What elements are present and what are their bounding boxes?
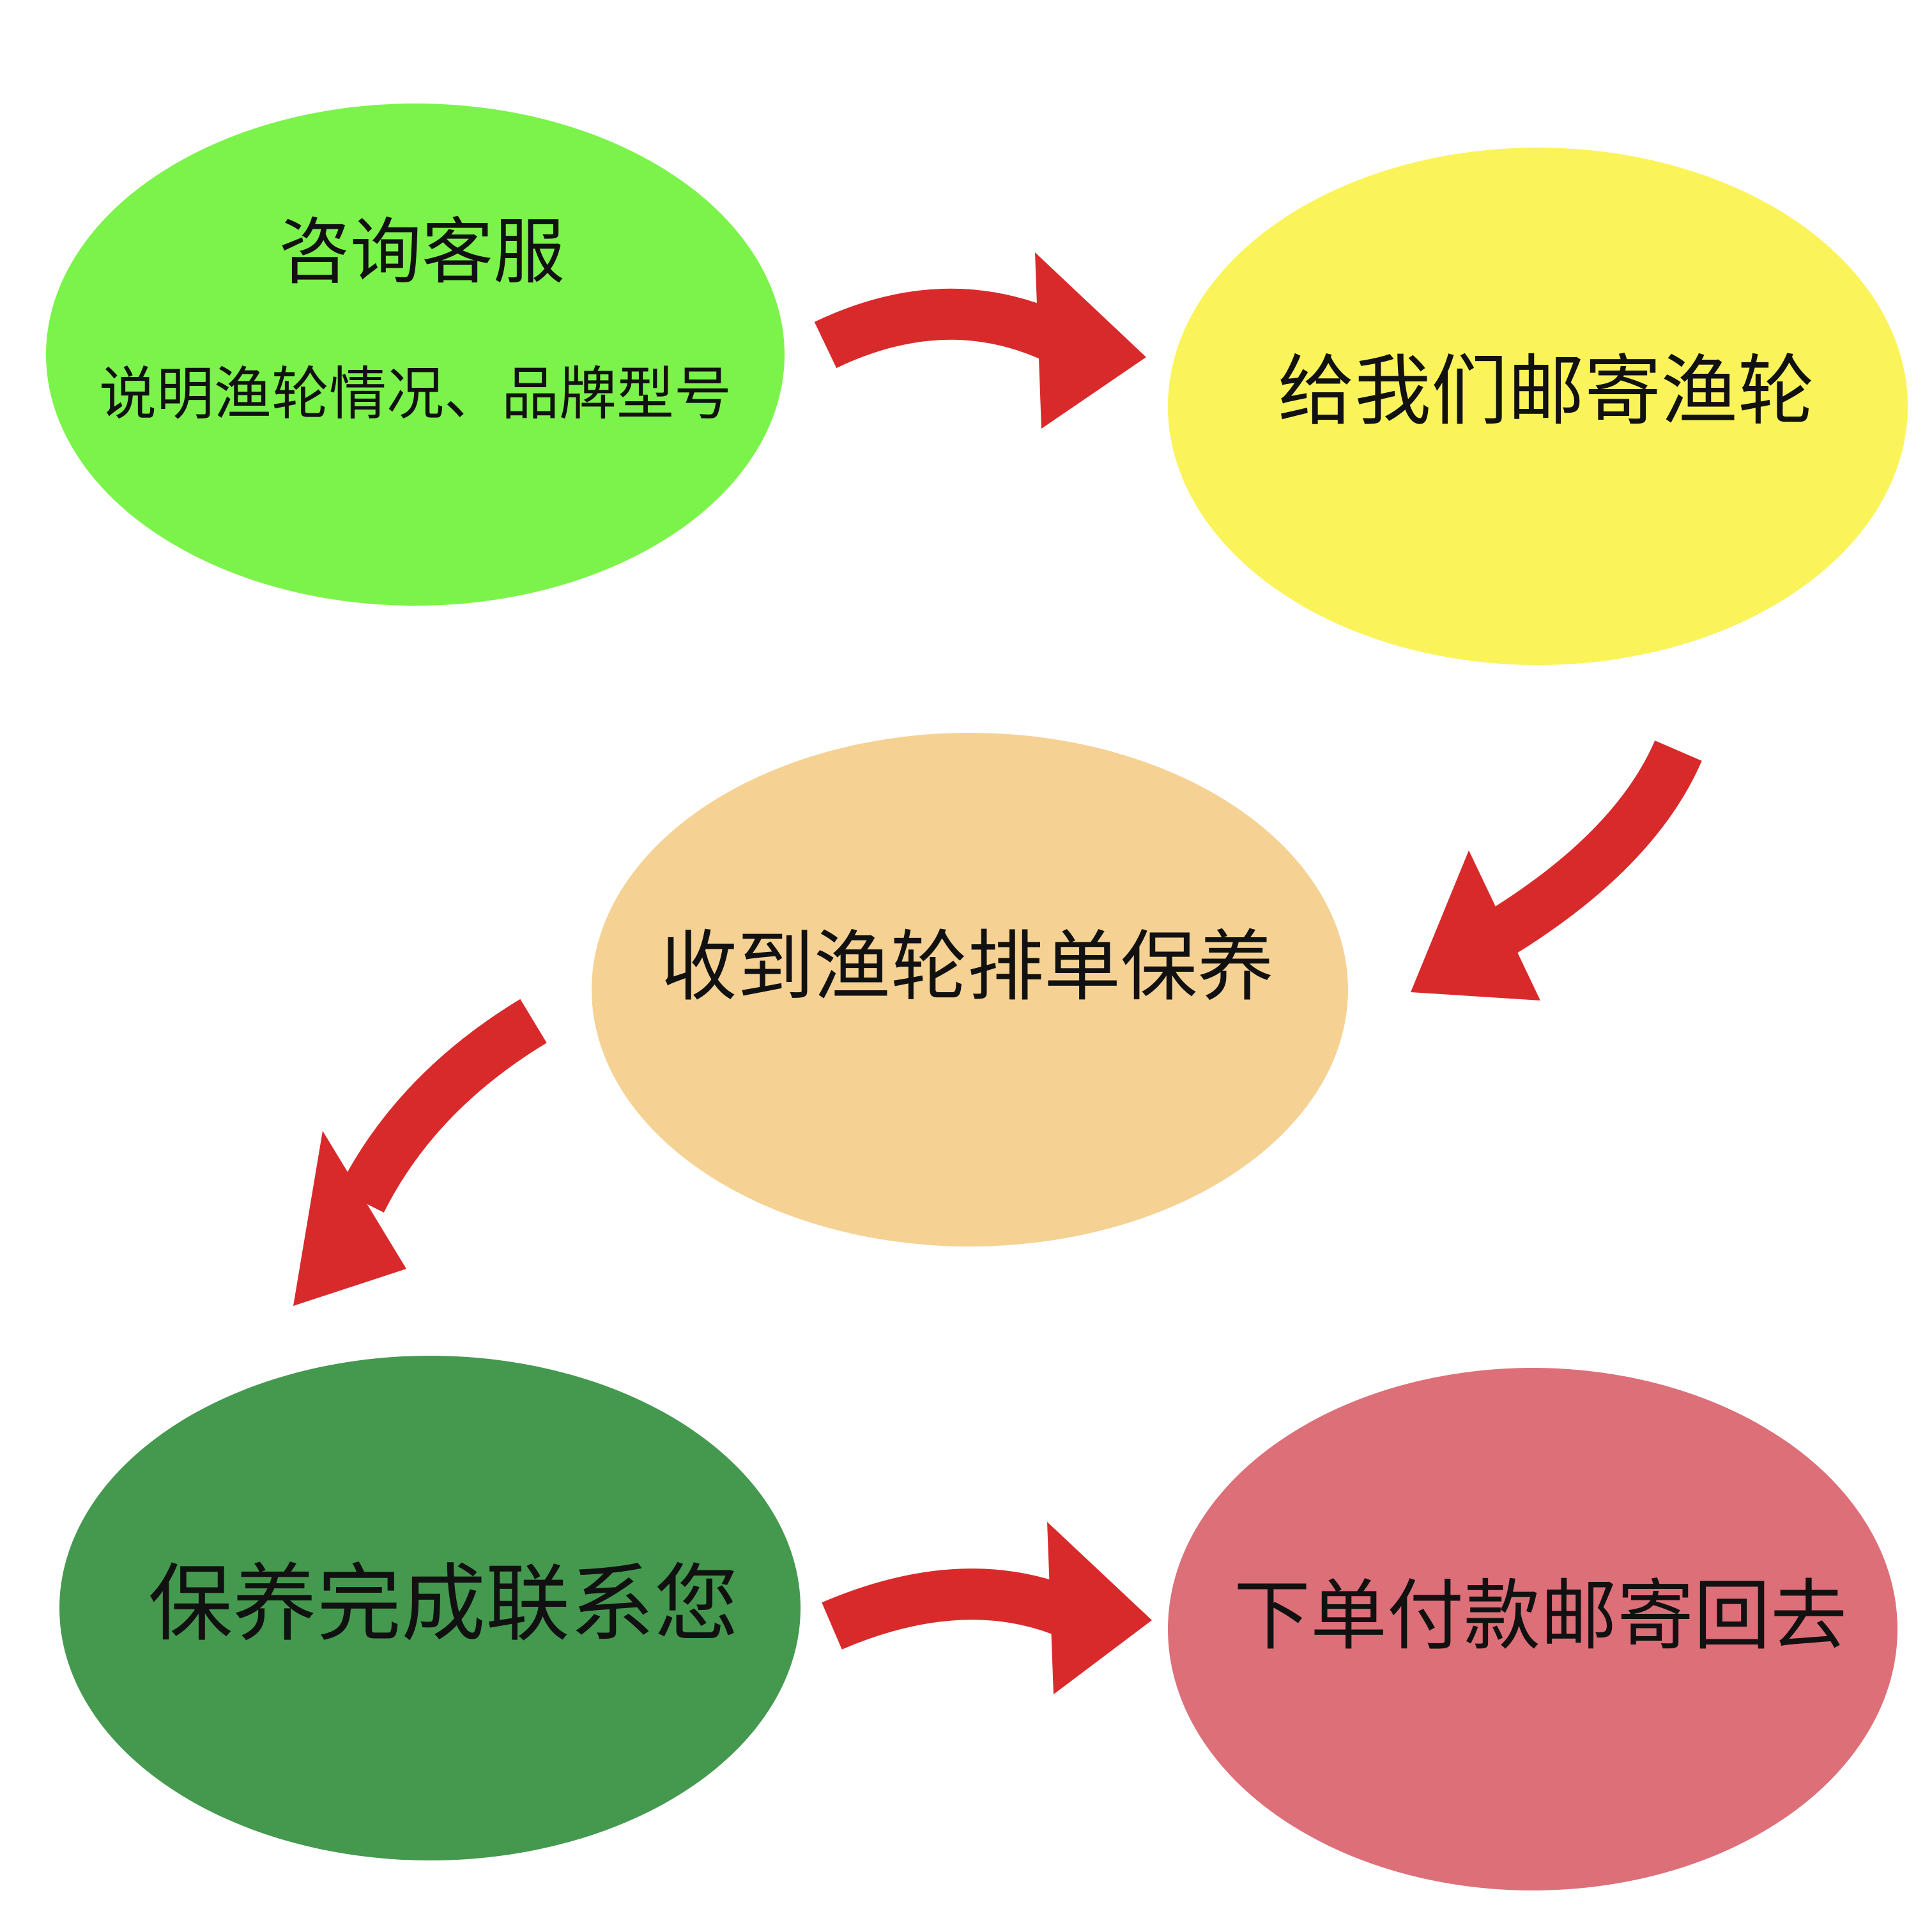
node-consult-shape (46, 103, 785, 606)
arrow-2-head (1411, 850, 1540, 1000)
arrow-4-head (1047, 1522, 1152, 1694)
node-mail-in-shape (1168, 148, 1908, 665)
arrow-2-body (1487, 740, 1702, 955)
node-ship-back-shape (1168, 1368, 1897, 1890)
arrow-complete-to-ship-back (822, 1522, 1152, 1694)
arrow-3-body (338, 999, 547, 1213)
node-complete: 保养完成联系您 (59, 1356, 801, 1860)
node-mail-in: 给我们邮寄渔轮 (1168, 148, 1908, 665)
node-ship-back: 下单付款邮寄回去 (1168, 1368, 1897, 1890)
arrow-1-head (1035, 252, 1146, 429)
arrow-4-body (822, 1568, 1070, 1650)
node-consult: 咨询客服 说明渔轮情况、品牌型号 (46, 103, 785, 606)
arrow-mail-in-to-receive (1411, 740, 1702, 1000)
node-mail-in-label: 给我们邮寄渔轮 (1278, 348, 1814, 436)
arrow-receive-to-complete (293, 999, 547, 1306)
node-receive: 收到渔轮排单保养 (592, 733, 1348, 1246)
arrow-consult-to-mail-in (814, 252, 1146, 429)
node-receive-shape (592, 733, 1348, 1246)
node-receive-label: 收到渔轮排单保养 (661, 923, 1274, 1012)
node-complete-label: 保养完成联系您 (148, 1555, 739, 1653)
node-ship-back-label: 下单付款邮寄回去 (1234, 1572, 1847, 1661)
arrow-3-head (293, 1131, 406, 1306)
node-consult-title: 咨询客服 (279, 211, 565, 294)
node-consult-subtitle: 说明渔轮情况、品牌型号 (99, 361, 732, 428)
arrow-1-body (814, 288, 1065, 369)
node-complete-shape (59, 1356, 801, 1860)
